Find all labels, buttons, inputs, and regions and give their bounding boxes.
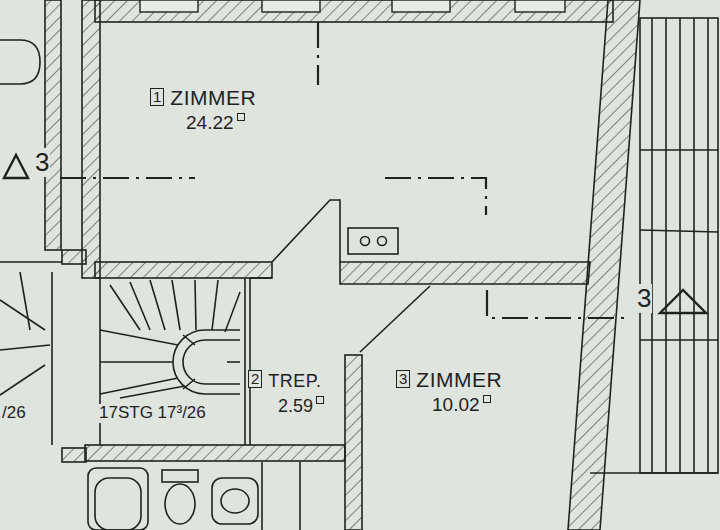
area-unit-symbol <box>483 395 491 403</box>
room-name: ZIMMER <box>170 86 256 109</box>
room-number: 1 <box>150 88 164 106</box>
section-marker: 3 <box>34 148 50 177</box>
room-label: 3 ZIMMER 10.02 <box>396 368 502 416</box>
section-marker: 3 <box>636 284 652 313</box>
room-label: 1 ZIMMER 24.22 <box>150 86 256 134</box>
room-area: 24.22 <box>186 113 234 134</box>
room-name: TREP. <box>268 372 321 392</box>
label-row: 3 ZIMMER <box>396 368 502 391</box>
room-number: 3 <box>396 370 410 388</box>
label-row: 10.02 <box>396 395 502 416</box>
label-row: 1 ZIMMER <box>150 86 256 109</box>
area-unit-symbol <box>316 396 324 404</box>
room-number: 2 <box>248 370 262 388</box>
stair-note: /26 <box>1 404 27 423</box>
label-row: 2 TREP. <box>248 370 324 392</box>
label-row: 24.22 <box>150 113 256 134</box>
stair-label: 2 TREP. 2.59 <box>248 370 324 417</box>
area-unit-symbol <box>237 113 245 121</box>
room-name: ZIMMER <box>416 368 502 391</box>
label-row: 2.59 <box>248 396 324 417</box>
room-area: 10.02 <box>432 395 480 416</box>
room-area: 2.59 <box>278 397 313 417</box>
stair-note: 17STG 17³/26 <box>98 404 207 423</box>
